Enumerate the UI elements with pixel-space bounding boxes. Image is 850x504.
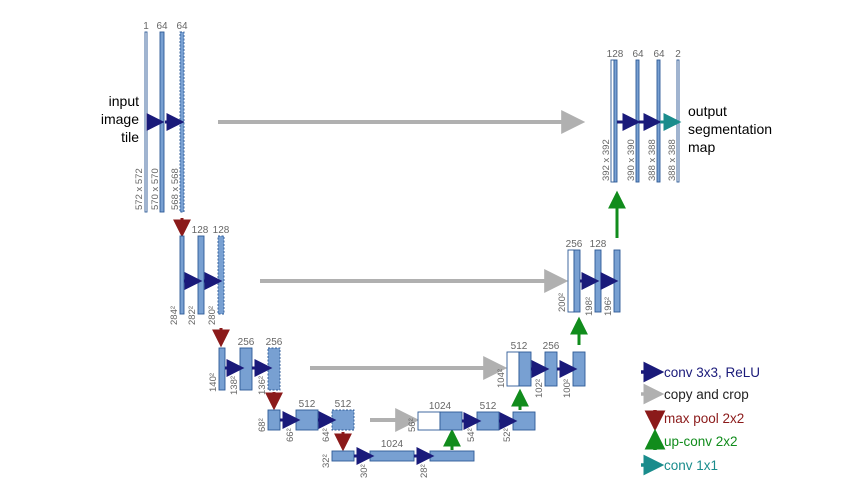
size-bottom-0: 32²: [321, 454, 332, 468]
feature-map-l3-a: [239, 347, 253, 391]
feature-map-r1-up: [613, 59, 618, 183]
channels-l4-1: 512: [335, 399, 352, 410]
feature-map-r3-up: [518, 351, 532, 387]
size-l2-1: 282²: [187, 306, 198, 325]
channels-l3-0: 256: [238, 337, 255, 348]
level1-encoder: 1 64 64 572 x 572 570 x 570 568 x 568: [134, 21, 191, 238]
channels-bottom-0: 1024: [381, 439, 404, 450]
level2-decoder: 256 128 200² 198² 196²: [557, 190, 626, 316]
feature-map-l2-pool: [179, 235, 185, 315]
feature-map-l4-b: [331, 409, 355, 431]
channels-r4-0: 1024: [429, 401, 452, 412]
feature-map-r4-up: [439, 411, 463, 431]
channels-r3-0: 512: [511, 341, 528, 352]
feature-map-bottom-b: [429, 450, 475, 462]
channels-r2-0: 256: [566, 239, 583, 250]
legend-pool-label: max pool 2x2: [664, 411, 744, 426]
level4-decoder: 1024 512 56² 54² 52²: [407, 388, 536, 442]
legend: conv 3x3, ReLU copy and crop max pool 2x…: [641, 361, 760, 476]
channels-l1-2: 64: [176, 21, 188, 32]
channels-l1-1: 64: [156, 21, 168, 32]
output-label-line2: segmentation: [688, 121, 772, 137]
channels-l3-1: 256: [266, 337, 283, 348]
size-l1-1: 570 x 570: [150, 168, 161, 210]
size-l1-2: 568 x 568: [170, 168, 181, 210]
size-r1-3: 388 x 388: [667, 139, 678, 181]
size-l4-2: 64²: [321, 428, 332, 442]
channels-r1-1: 64: [632, 49, 644, 60]
feature-map-r2-copy: [567, 249, 575, 313]
size-r4-1: 54²: [466, 428, 477, 442]
feature-map-l3-pool: [218, 347, 226, 391]
legend-copy-label: copy and crop: [664, 387, 749, 402]
level3-encoder: 256 256 140² 138² 136²: [208, 337, 283, 411]
channels-l2-1: 128: [213, 225, 230, 236]
bottleneck: 1024 32² 30² 28²: [321, 428, 475, 478]
size-r1-1: 390 x 390: [626, 139, 637, 181]
channels-r1-2: 64: [653, 49, 665, 60]
size-r1-0: 392 x 392: [601, 139, 612, 181]
level4-encoder: 512 512 68² 66² 64²: [257, 399, 355, 452]
legend-conv1x1-label: conv 1x1: [664, 458, 718, 473]
size-r3-0: 104²: [496, 369, 507, 388]
channels-r4-1: 512: [480, 401, 497, 412]
feature-map-r3-copy: [506, 351, 520, 387]
size-r3-1: 102²: [534, 379, 545, 398]
feature-map-r4-b: [512, 411, 536, 431]
feature-map-l2-b: [217, 235, 225, 315]
output-label-line3: map: [688, 139, 715, 155]
size-l4-1: 66²: [285, 428, 296, 442]
legend-upconv-label: up-conv 2x2: [664, 434, 738, 449]
feature-map-r2-b: [613, 249, 621, 313]
input-label-line3: tile: [121, 129, 139, 145]
size-l2-0: 284²: [169, 306, 180, 325]
copy-arrows: [218, 110, 586, 432]
feature-map-bottom-a: [369, 450, 415, 462]
feature-map-r2-a: [594, 249, 602, 313]
size-l2-2: 280²: [207, 306, 218, 325]
size-l4-0: 68²: [257, 418, 268, 432]
size-l1-0: 572 x 572: [134, 168, 145, 210]
feature-map-l4-a: [295, 409, 319, 431]
feature-map-r4-a: [476, 411, 500, 431]
level1-decoder: 128 64 64 2 392 x 392 390 x 390 388 x 38…: [601, 49, 682, 183]
size-l3-1: 138²: [229, 376, 240, 395]
feature-map-r4-copy: [417, 411, 441, 431]
feature-map-bottom-pool: [331, 450, 355, 462]
size-r2-2: 196²: [603, 297, 614, 316]
output-label-line1: output: [688, 103, 727, 119]
size-r1-2: 388 x 388: [647, 139, 658, 181]
channels-l1-0: 1: [143, 21, 149, 32]
feature-map-r3-b: [572, 351, 586, 387]
feature-map-l4-pool: [267, 409, 281, 431]
size-r3-2: 100²: [562, 379, 573, 398]
size-bottom-1: 30²: [359, 464, 370, 478]
feature-map-r3-a: [544, 351, 558, 387]
size-r2-1: 198²: [584, 297, 595, 316]
size-l3-0: 140²: [208, 373, 219, 392]
channels-l4-0: 512: [299, 399, 316, 410]
size-bottom-2: 28²: [419, 464, 430, 478]
feature-map-l2-a: [197, 235, 205, 315]
size-r4-2: 52²: [502, 428, 513, 442]
channels-r2-1: 128: [590, 239, 607, 250]
channels-l2-0: 128: [192, 225, 209, 236]
input-label-line2: image: [101, 111, 139, 127]
size-r4-0: 56²: [407, 418, 418, 432]
level2-encoder: 128 128 284² 282² 280²: [169, 225, 230, 348]
size-l3-2: 136²: [257, 376, 268, 395]
legend-conv-label: conv 3x3, ReLU: [664, 365, 760, 380]
level3-decoder: 512 256 104² 102² 100²: [496, 316, 588, 398]
size-r2-0: 200²: [557, 293, 568, 312]
channels-r1-0: 128: [607, 49, 624, 60]
feature-map-input: [144, 31, 148, 213]
channels-r3-1: 256: [543, 341, 560, 352]
feature-map-r2-up: [573, 249, 581, 313]
channels-r1-3: 2: [675, 49, 681, 60]
input-label-line1: input: [109, 93, 139, 109]
feature-map-l3-b: [267, 347, 281, 391]
